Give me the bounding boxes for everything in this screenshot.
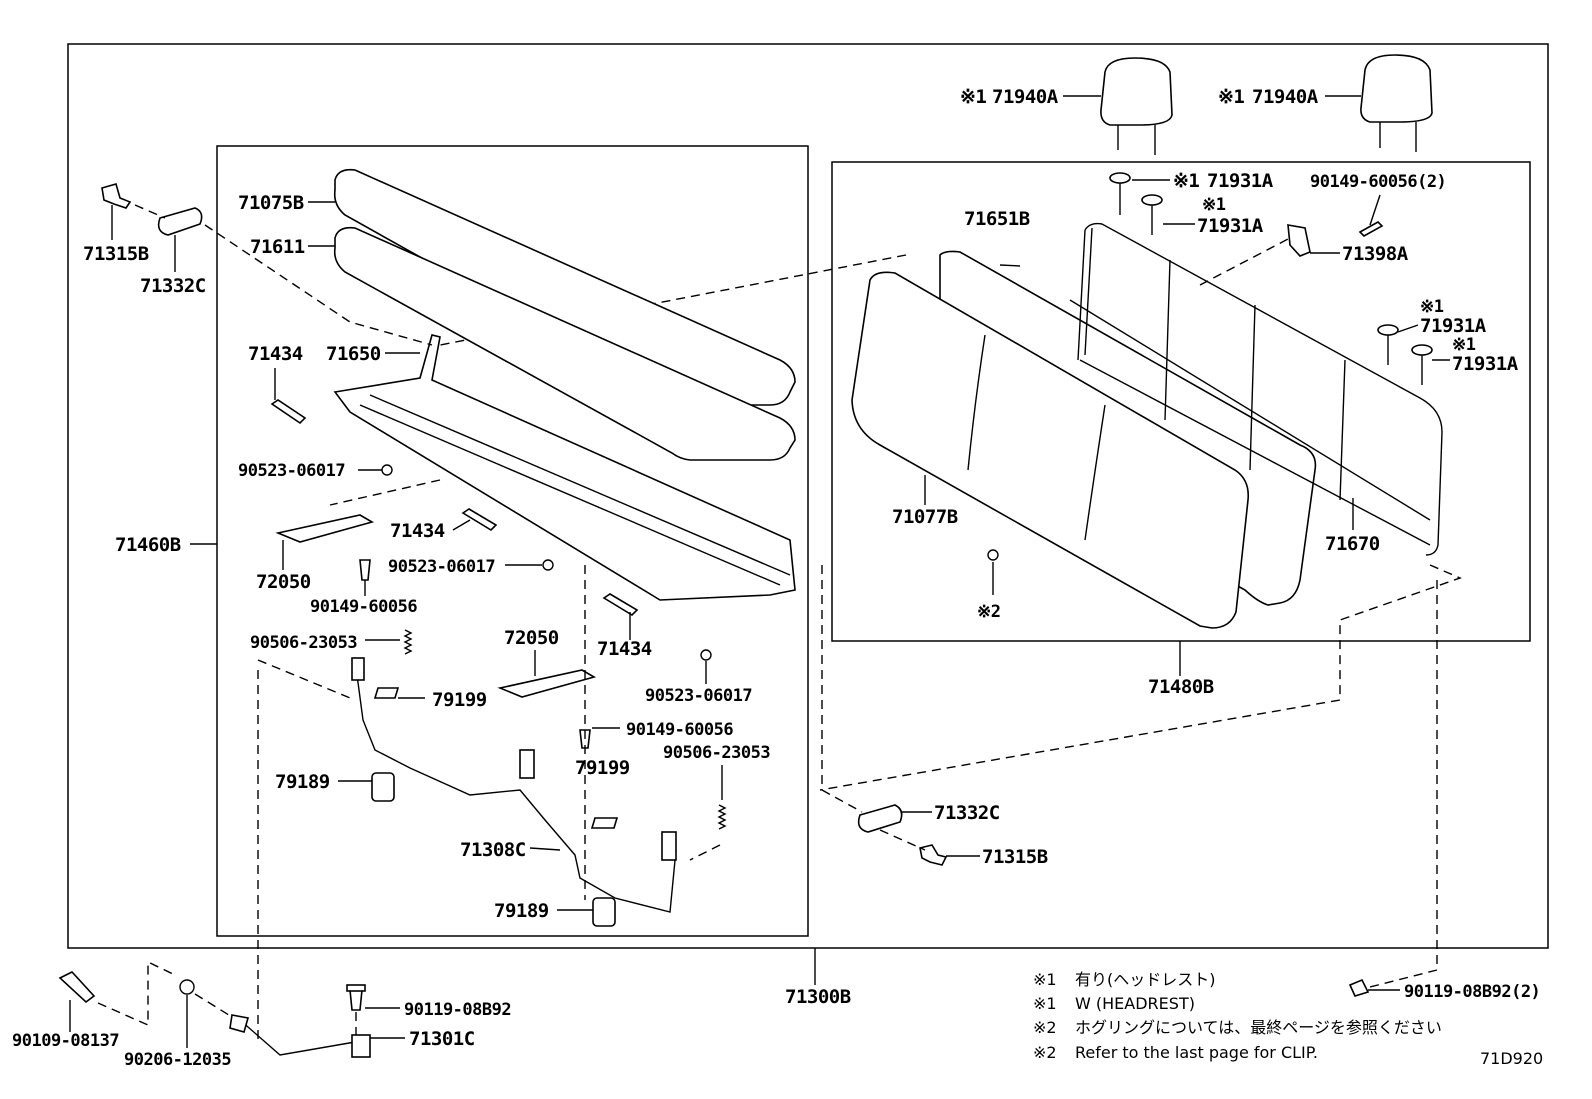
clip-mark: ※2 xyxy=(977,602,1000,622)
plate-icon xyxy=(857,804,903,833)
bolt-icon xyxy=(101,183,132,209)
cushion-frame-icon xyxy=(333,334,796,601)
link-icon xyxy=(229,1014,371,1058)
spring-b-label: 90506-23053 xyxy=(663,743,770,763)
back-frame-icon xyxy=(1069,222,1443,556)
guide-mid-label: 71931A xyxy=(1197,215,1264,237)
bracket-icon xyxy=(1287,224,1311,257)
back-assembly-label: 71480B xyxy=(1148,676,1214,698)
ring-icon xyxy=(381,464,393,476)
stopper-79189-a-label: 79189 xyxy=(275,771,330,793)
screw-b-label: 90149-60056 xyxy=(626,720,733,740)
guide-right1-label: 71931A xyxy=(1420,315,1487,337)
ring-b-label: 90523-06017 xyxy=(388,557,495,577)
headrest-left-icon xyxy=(1100,57,1173,155)
guide-top-label: 71931A xyxy=(1207,170,1274,192)
plate-71332C-bot-label: 71332C xyxy=(934,802,1000,824)
ring-a-label: 90523-06017 xyxy=(238,461,345,481)
frame-71650-label: 71650 xyxy=(326,343,381,365)
note-mark: ※2 xyxy=(1033,1018,1057,1037)
notes: ※1 有り(ヘッドレスト) ※1 W (HEADREST) ※2 ホグリングにつ… xyxy=(1033,970,1442,1062)
cushion-cover-icon xyxy=(333,168,796,406)
stopper-icon xyxy=(371,772,395,802)
guide-right2-mark: ※1 xyxy=(1452,335,1476,355)
spring-a-label: 90506-23053 xyxy=(250,633,357,653)
guide-right1-mark: ※1 xyxy=(1420,297,1444,317)
link-71301C-label: 71301C xyxy=(409,1028,475,1050)
cushion-frame xyxy=(216,145,809,937)
screw-a-label: 90149-60056 xyxy=(310,597,417,617)
stopper-79189-b-label: 79189 xyxy=(494,900,549,922)
bolt-71315B-top-label: 71315B xyxy=(83,243,149,265)
screw-icon xyxy=(359,559,591,749)
guide-top-prefix: ※1 xyxy=(1173,170,1199,192)
lever-72050-b-label: 72050 xyxy=(504,627,559,649)
outer-frame xyxy=(67,43,1549,949)
bracket-label: 71398A xyxy=(1342,243,1409,265)
washer-icon xyxy=(179,979,195,995)
cushion-cover-label: 71075B xyxy=(238,192,304,214)
guide-right2-label: 71931A xyxy=(1452,353,1519,375)
cushion-assembly-label: 71460B xyxy=(115,534,181,556)
diagram-code: 71D920 xyxy=(1480,1049,1543,1068)
ring-c-label: 90523-06017 xyxy=(645,686,752,706)
headrest-right-icon xyxy=(1360,54,1433,152)
note-text: Refer to the last page for CLIP. xyxy=(1075,1043,1318,1062)
bolt-90119-b-label: 90119-08B92(2) xyxy=(1404,982,1540,1002)
spring-icon xyxy=(403,629,413,655)
bolt-90119-a-label: 90119-08B92 xyxy=(404,1000,511,1020)
pad-icon xyxy=(373,687,400,699)
plate-icon xyxy=(157,207,203,236)
guide-mid-mark: ※1 xyxy=(1202,195,1226,215)
plate-71332C-top-label: 71332C xyxy=(140,275,206,297)
bolt-icon xyxy=(270,399,639,617)
bolt-90109-label: 90109-08137 xyxy=(12,1031,119,1051)
lever-icon xyxy=(275,514,597,698)
headrest-left-label: 71940A xyxy=(992,86,1059,108)
washer-90206-label: 90206-12035 xyxy=(124,1050,231,1070)
bolt-71315B-bot-label: 71315B xyxy=(982,846,1048,868)
cover-71651B-label: 71651B xyxy=(964,208,1030,230)
note-text: 有り(ヘッドレスト) xyxy=(1075,970,1216,989)
back-cover-front-icon xyxy=(851,271,1250,629)
frame-71670-label: 71670 xyxy=(1325,533,1380,555)
rod-71308C-label: 71308C xyxy=(460,839,526,861)
headrest-right-label: 71940A xyxy=(1252,86,1319,108)
pad-79199-a-label: 79199 xyxy=(432,689,487,711)
lever-72050-a-label: 72050 xyxy=(256,571,311,593)
back-frame xyxy=(831,161,1531,642)
outer-assembly-label: 71300B xyxy=(785,986,851,1008)
cover-71077B-label: 71077B xyxy=(892,506,958,528)
bolt-icon xyxy=(1348,978,1370,997)
bolt-71434-c-label: 71434 xyxy=(597,638,652,660)
headrest-right-prefix: ※1 xyxy=(1218,86,1244,108)
clip-icon xyxy=(987,549,999,561)
bolt-71434-b-label: 71434 xyxy=(390,520,445,542)
note-mark: ※1 xyxy=(1033,994,1057,1013)
note-mark: ※1 xyxy=(1033,970,1057,989)
bolt-icon xyxy=(346,984,366,1011)
note-text: W (HEADREST) xyxy=(1075,994,1195,1013)
bolt-icon xyxy=(919,844,948,866)
rod-icon xyxy=(351,657,677,913)
headrest-left-prefix: ※1 xyxy=(960,86,986,108)
cushion-pad-icon xyxy=(333,226,796,461)
pad-79199-b-label: 79199 xyxy=(575,757,630,779)
screw-icon xyxy=(1358,221,1384,237)
screw-top-right-label: 90149-60056(2) xyxy=(1310,172,1446,192)
pad-71611-label: 71611 xyxy=(250,236,305,258)
bolt-icon xyxy=(58,971,96,1004)
guide-icon xyxy=(1109,172,1433,385)
note-mark: ※2 xyxy=(1033,1043,1057,1062)
note-text: ホグリングについては、最終ページを参照ください xyxy=(1075,1018,1442,1037)
bolt-71434-a-label: 71434 xyxy=(248,343,303,365)
